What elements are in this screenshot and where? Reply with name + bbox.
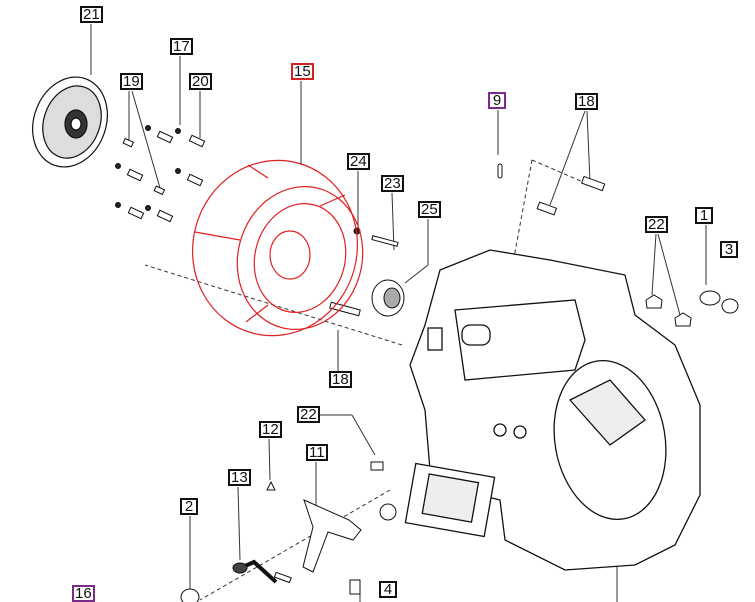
- callout-11[interactable]: 11: [306, 444, 328, 461]
- transmission-housing-part: [404, 249, 701, 571]
- callout-22-lower[interactable]: 22: [297, 406, 320, 423]
- callout-24[interactable]: 24: [347, 153, 370, 170]
- callout-13[interactable]: 13: [228, 469, 251, 486]
- callout-17[interactable]: 17: [170, 38, 193, 55]
- callout-22[interactable]: 22: [645, 216, 668, 233]
- callout-1[interactable]: 1: [695, 207, 713, 224]
- callout-15[interactable]: 15: [291, 63, 314, 80]
- callout-23[interactable]: 23: [381, 175, 404, 192]
- callout-4[interactable]: 4: [379, 581, 397, 598]
- callout-3[interactable]: 3: [720, 241, 738, 258]
- flywheel-part: [191, 159, 364, 337]
- callout-12[interactable]: 12: [259, 421, 282, 438]
- callout-19[interactable]: 19: [120, 73, 143, 90]
- callout-2[interactable]: 2: [180, 498, 198, 515]
- callout-25[interactable]: 25: [418, 201, 441, 218]
- callout-18[interactable]: 18: [575, 93, 598, 110]
- callout-9[interactable]: 9: [488, 92, 506, 109]
- clutch-disc-part: [32, 76, 108, 168]
- callout-20[interactable]: 20: [189, 73, 212, 90]
- callout-18-lower[interactable]: 18: [329, 371, 352, 388]
- callout-21[interactable]: 21: [80, 6, 103, 23]
- callout-16[interactable]: 16: [72, 585, 95, 602]
